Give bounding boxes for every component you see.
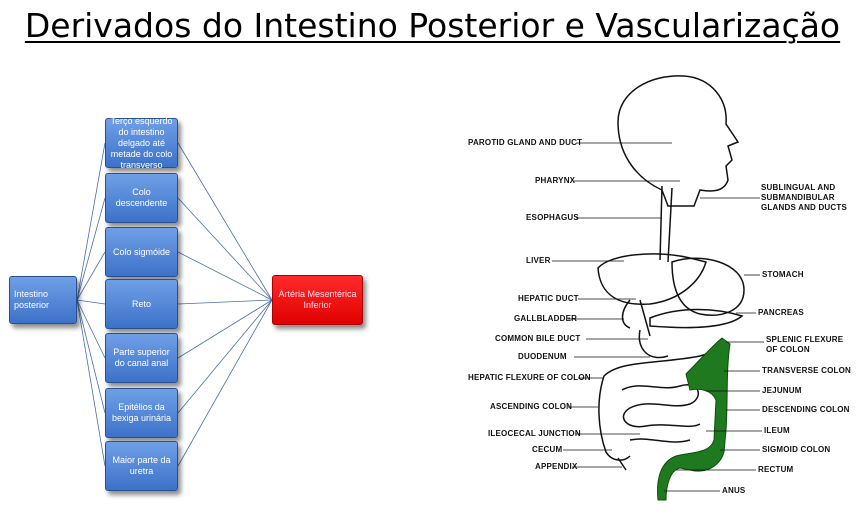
- anatomy-label: ILEUM: [764, 426, 790, 435]
- flow-target-node: Artéria Mesentérica Inferior: [272, 275, 363, 325]
- anatomy-label: SPLENIC FLEXURE: [766, 335, 844, 344]
- anatomy-label: LIVER: [526, 256, 551, 265]
- anatomy-label: ASCENDING COLON: [490, 402, 573, 411]
- anatomy-label: SUBMANDIBULAR: [761, 193, 835, 202]
- flow-child-node: Reto: [105, 279, 178, 329]
- anatomy-label: ILEOCECAL JUNCTION: [488, 429, 581, 438]
- anatomy-label: HEPATIC FLEXURE OF COLON: [468, 373, 591, 382]
- anatomy-label: SIGMOID COLON: [762, 445, 831, 454]
- anatomy-label: PANCREAS: [758, 308, 804, 317]
- flow-child-node: Colo descendente: [105, 173, 178, 223]
- flow-child-node: Terço esquerdo do intestino delgado até …: [105, 116, 178, 170]
- anatomy-label: RECTUM: [758, 465, 794, 474]
- page-title: Derivados do Intestino Posterior e Vascu…: [24, 6, 841, 45]
- anatomy-label: CECUM: [532, 445, 563, 454]
- anatomy-label: APPENDIX: [535, 462, 578, 471]
- anatomy-label: PHARYNX: [535, 176, 576, 185]
- anatomy-label: GALLBLADDER: [514, 314, 578, 323]
- anatomy-label: PAROTID GLAND AND DUCT: [468, 138, 583, 147]
- anatomy-label: SUBLINGUAL AND: [761, 183, 836, 192]
- anatomy-label: ESOPHAGUS: [526, 213, 579, 222]
- flow-root-node: Intestino posterior: [9, 276, 77, 324]
- anatomy-label: HEPATIC DUCT: [518, 294, 579, 303]
- anatomy-label: JEJUNUM: [762, 386, 802, 395]
- anatomy-label: DESCENDING COLON: [762, 405, 850, 414]
- flow-child-node: Epitélios da bexiga urinária: [105, 388, 178, 438]
- flow-child-node: Maior parte da uretra: [105, 441, 178, 491]
- anatomy-label: OF COLON: [766, 345, 810, 354]
- anatomy-label: TRANSVERSE COLON: [762, 366, 851, 375]
- flow-child-node: Colo sigmóide: [105, 227, 178, 277]
- anatomy-label: STOMACH: [762, 270, 804, 279]
- anatomy-label: COMMON BILE DUCT: [495, 334, 581, 343]
- anatomy-label: ANUS: [722, 486, 746, 495]
- anatomy-label: GLANDS AND DUCTS: [761, 203, 848, 212]
- anatomy-label: DUODENUM: [518, 352, 567, 361]
- flow-child-node: Parte superior do canal anal: [105, 333, 178, 383]
